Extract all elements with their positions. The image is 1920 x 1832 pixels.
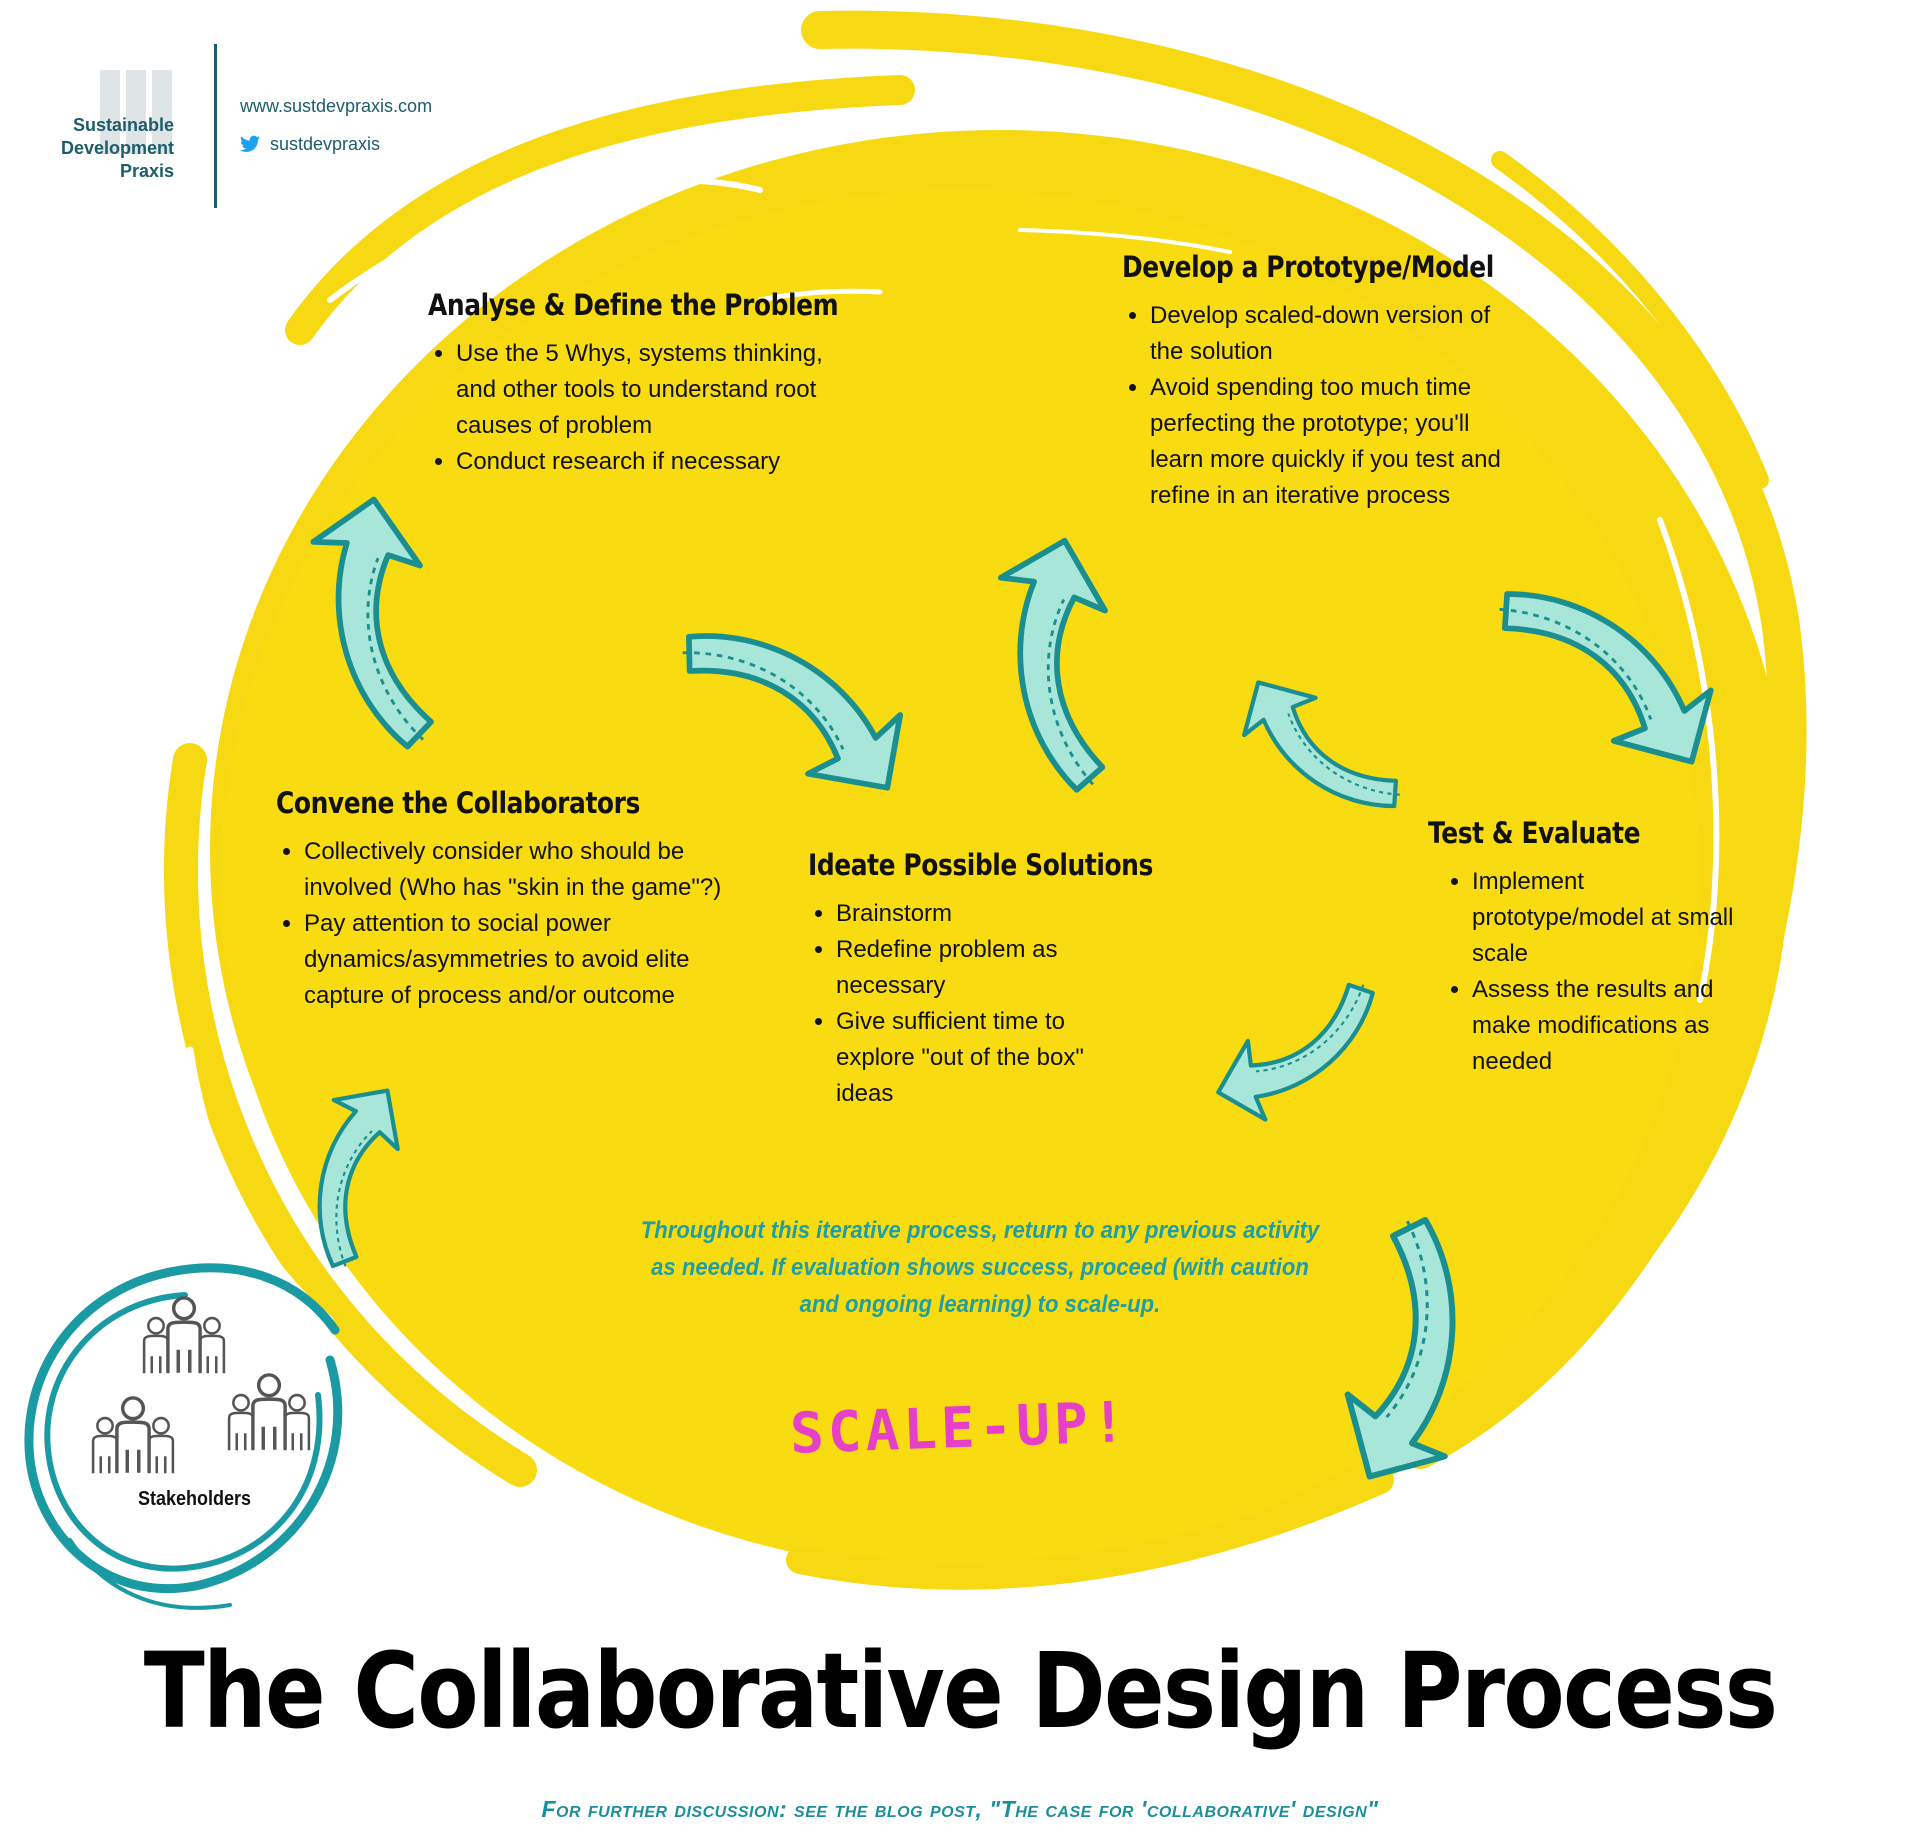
step-bullet: Develop scaled-down version of the solut… xyxy=(1150,298,1522,370)
step-bullet: Implement prototype/model at small scale xyxy=(1472,864,1748,972)
brand-name-line: Sustainable xyxy=(72,115,174,135)
brand-name-line: Development xyxy=(60,138,174,158)
step-bullet: Brainstorm xyxy=(836,896,1138,932)
step-bullet: Collectively consider who should be invo… xyxy=(304,834,736,906)
logo-bar xyxy=(152,70,172,154)
stakeholders-label: Stakeholders xyxy=(138,1488,252,1510)
step-title: Ideate Possible Solutions xyxy=(808,848,1153,882)
header-divider xyxy=(214,44,217,208)
step-title: Develop a Prototype/Model xyxy=(1122,250,1494,284)
page-title: The Collaborative Design Process xyxy=(143,1630,1778,1752)
website-link[interactable]: www.sustdevpraxis.com xyxy=(240,96,433,116)
step-bullets: Develop scaled-down version of the solut… xyxy=(1122,298,1522,514)
step-bullet: Assess the results and make modification… xyxy=(1472,972,1748,1080)
iteration-note: Throughout this iterative process, retur… xyxy=(640,1217,1320,1318)
step-bullet: Redefine problem as necessary xyxy=(836,932,1138,1004)
step-test-evaluate: Test & Evaluate Implement prototype/mode… xyxy=(1428,816,1748,1080)
step-title: Convene the Collaborators xyxy=(276,786,640,820)
step-title: Test & Evaluate xyxy=(1428,816,1641,850)
blog-post-reference[interactable]: For further discussion: see the blog pos… xyxy=(541,1796,1379,1822)
yellow-circle-background xyxy=(164,10,1807,1590)
step-convene-collaborators: Convene the Collaborators Collectively c… xyxy=(276,786,736,1014)
twitter-handle[interactable]: sustdevpraxis xyxy=(270,134,381,154)
twitter-icon xyxy=(240,135,260,152)
brand-name-line: Praxis xyxy=(119,161,174,181)
step-analyse-define: Analyse & Define the Problem Use the 5 W… xyxy=(428,288,839,480)
step-bullets: Implement prototype/model at small scale… xyxy=(1428,864,1748,1080)
step-bullet: Conduct research if necessary xyxy=(456,444,828,480)
step-ideate-solutions: Ideate Possible Solutions Brainstorm Red… xyxy=(808,848,1153,1112)
step-title: Analyse & Define the Problem xyxy=(428,288,839,322)
scale-up-label: SCALE-UP! xyxy=(788,1390,1131,1467)
step-bullet: Pay attention to social power dynamics/a… xyxy=(304,906,736,1014)
step-bullets: Use the 5 Whys, systems thinking, and ot… xyxy=(428,336,828,480)
brand-name: Sustainable Development Praxis xyxy=(28,114,174,183)
step-bullets: Brainstorm Redefine problem as necessary… xyxy=(808,896,1138,1112)
step-bullet: Give sufficient time to explore "out of … xyxy=(836,1004,1138,1112)
stakeholders-ring xyxy=(24,1263,346,1610)
step-develop-prototype: Develop a Prototype/Model Develop scaled… xyxy=(1122,250,1522,514)
step-bullets: Collectively consider who should be invo… xyxy=(276,834,736,1014)
logo-bar xyxy=(126,70,146,154)
step-bullet: Use the 5 Whys, systems thinking, and ot… xyxy=(456,336,828,444)
logo-bar xyxy=(100,70,120,154)
brand-logo-mark xyxy=(100,70,172,154)
step-bullet: Avoid spending too much time perfecting … xyxy=(1150,370,1522,514)
